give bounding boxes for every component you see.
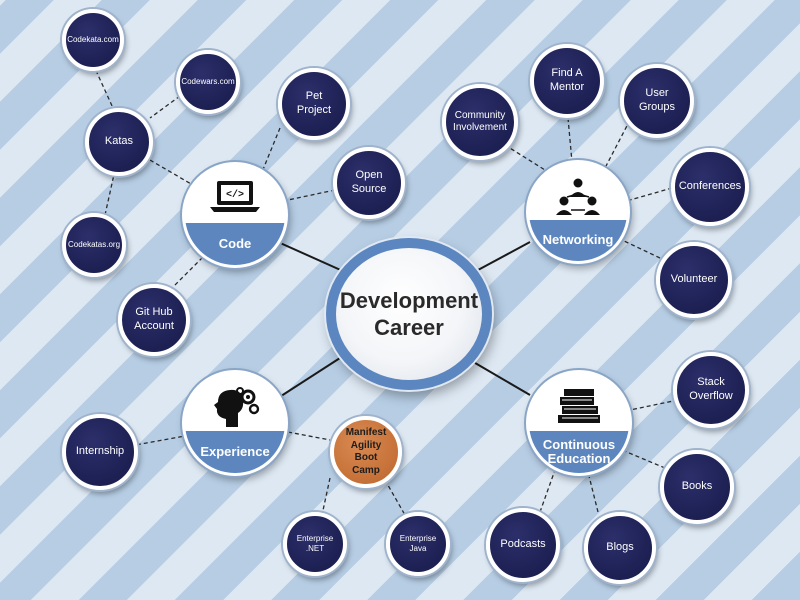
leaf-conferences-label: Conferences xyxy=(678,180,742,193)
dash-volunteer-networking xyxy=(621,239,661,259)
leaf-conferences[interactable]: Conferences xyxy=(671,148,749,226)
dash-usergroups-networking xyxy=(604,119,631,169)
leaf-manifest-line2: Agility Boot xyxy=(350,439,382,464)
link-center-education xyxy=(469,359,531,396)
people-network-icon xyxy=(529,177,627,219)
hub-code[interactable]: </> Code xyxy=(182,162,288,268)
leaf-codekata-com-label: Codekata.com xyxy=(67,35,119,44)
leaf-codekatas-org[interactable]: Codekatas.org xyxy=(62,213,126,277)
hub-continuous-education-label: Continuous Education xyxy=(529,431,629,473)
dash-manifest-java xyxy=(384,479,406,516)
hub-experience-label: Experience xyxy=(185,431,285,473)
leaf-blogs[interactable]: Blogs xyxy=(584,512,656,584)
hub-education-line2: Education xyxy=(547,451,611,466)
center-title-line1: Development xyxy=(339,287,479,313)
leaf-community-involvement-line1: Community xyxy=(454,109,506,121)
svg-text:</>: </> xyxy=(226,189,244,201)
leaf-stack-overflow-line2: Overflow xyxy=(689,390,733,402)
leaf-manifest-agility-boot-camp[interactable]: Manifest Agility Boot Camp xyxy=(330,416,402,488)
leaf-codekatas-org-label: Codekatas.org xyxy=(67,240,121,249)
leaf-find-a-mentor-line2: Mentor xyxy=(549,81,585,93)
leaf-community-involvement[interactable]: Community Involvement xyxy=(442,84,518,160)
leaf-codewars-com-label: Codewars.com xyxy=(181,77,235,86)
leaf-katas[interactable]: Katas xyxy=(85,108,153,176)
leaf-codekata-com[interactable]: Codekata.com xyxy=(62,9,124,71)
leaf-enterprise-net-line1: Enterprise xyxy=(296,534,334,543)
leaf-enterprise-java-line2: Java xyxy=(409,544,427,553)
laptop-code-icon: </> xyxy=(185,179,285,215)
leaf-user-groups[interactable]: User Groups xyxy=(620,64,694,138)
dash-books-education xyxy=(621,449,666,469)
link-center-networking xyxy=(477,241,531,271)
leaf-open-source[interactable]: Open Source xyxy=(333,147,405,219)
leaf-books[interactable]: Books xyxy=(660,450,734,524)
books-stack-icon xyxy=(529,387,629,425)
leaf-stack-overflow-line1: Stack xyxy=(697,376,725,389)
leaf-enterprise-java-line1: Enterprise xyxy=(399,534,437,543)
leaf-podcasts[interactable]: Podcasts xyxy=(486,508,560,582)
dash-codekata-katas xyxy=(92,63,114,109)
center-title-line2: Career xyxy=(374,315,444,340)
hub-education-line1: Continuous xyxy=(542,436,616,452)
dash-codekatas-katas xyxy=(104,169,116,216)
head-gears-icon xyxy=(185,387,285,429)
dash-codewars-katas xyxy=(149,95,181,119)
link-center-experience xyxy=(277,357,341,399)
center-development-career[interactable]: Development Career xyxy=(326,238,492,390)
hub-continuous-education[interactable]: Continuous Education xyxy=(526,370,632,476)
dash-opensource-code xyxy=(287,189,336,201)
dash-conferences-networking xyxy=(629,187,673,201)
leaf-internship[interactable]: Internship xyxy=(62,414,138,490)
leaf-git-hub-account[interactable]: Git Hub Account xyxy=(118,284,190,356)
dash-stack-education xyxy=(629,399,679,411)
leaf-find-a-mentor-line1: Find A xyxy=(551,67,583,80)
dash-experience-manifest xyxy=(287,431,331,441)
leaf-pet-project[interactable]: Pet Project xyxy=(278,68,350,140)
leaf-volunteer[interactable]: Volunteer xyxy=(656,242,732,318)
leaf-podcasts-label: Podcasts xyxy=(500,538,546,551)
leaf-blogs-label: Blogs xyxy=(606,541,634,554)
dash-petproject-code xyxy=(261,127,281,173)
hub-code-label: Code xyxy=(185,223,285,265)
link-center-code xyxy=(277,241,346,273)
hub-networking-label: Networking xyxy=(529,219,627,261)
leaf-books-label: Books xyxy=(681,480,713,493)
hub-networking[interactable]: Networking xyxy=(526,160,630,264)
leaf-enterprise-net-line2: .NET xyxy=(305,544,325,553)
leaf-user-groups-line1: User xyxy=(645,87,669,100)
dash-manifest-net xyxy=(321,477,331,516)
leaf-git-hub-account-line2: Account xyxy=(134,320,174,332)
leaf-enterprise-net[interactable]: Enterprise .NET xyxy=(283,512,347,576)
dash-internship-experience xyxy=(129,435,186,447)
leaf-user-groups-line2: Groups xyxy=(638,101,676,113)
leaf-pet-project-line1: Pet xyxy=(305,90,323,103)
leaf-open-source-line1: Open xyxy=(355,169,383,182)
leaf-stack-overflow[interactable]: Stack Overflow xyxy=(673,352,749,428)
leaf-enterprise-java[interactable]: Enterprise Java xyxy=(386,512,450,576)
dash-podcasts-education xyxy=(539,469,556,513)
leaf-find-a-mentor[interactable]: Find A Mentor xyxy=(530,44,604,118)
leaf-open-source-line2: Source xyxy=(351,183,387,195)
leaf-manifest-line3: Camp xyxy=(352,464,380,476)
leaf-katas-label: Katas xyxy=(104,135,134,148)
dash-github-code xyxy=(169,254,206,291)
dash-mentor-networking xyxy=(567,117,573,163)
hub-experience[interactable]: Experience xyxy=(182,370,288,476)
leaf-git-hub-account-line1: Git Hub xyxy=(135,306,173,319)
leaf-volunteer-label: Volunteer xyxy=(670,273,718,286)
leaf-internship-label: Internship xyxy=(75,445,125,458)
leaf-codewars-com[interactable]: Codewars.com xyxy=(176,50,240,114)
dash-blogs-education xyxy=(587,471,599,513)
dash-community-networking xyxy=(504,144,546,171)
leaf-manifest-line1: Manifest xyxy=(345,427,387,438)
leaf-pet-project-line2: Project xyxy=(296,104,332,116)
leaf-community-involvement-line2: Involvement xyxy=(453,122,507,133)
